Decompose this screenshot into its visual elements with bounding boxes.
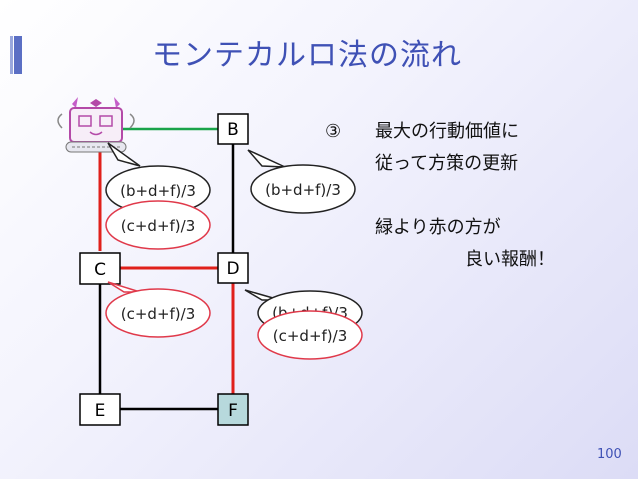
node-d-label: D [226, 259, 239, 279]
bubble-b-right-text: (b+d+f)/3 [265, 181, 341, 199]
agent-character-icon [57, 97, 135, 153]
node-f-goal: F [217, 393, 249, 426]
text-line-1: ③ 最大の行動価値に [325, 116, 625, 148]
node-c: C [79, 252, 121, 285]
node-b-label: B [227, 120, 239, 140]
text-line-2: 従って方策の更新 [375, 153, 519, 174]
bubble-c-top-back: (b+d+f)/3 [105, 142, 211, 215]
node-e: E [79, 393, 121, 426]
node-f-label: F [228, 401, 238, 421]
node-b: B [217, 113, 249, 145]
page-number: 100 [597, 447, 622, 462]
node-d: D [217, 252, 249, 284]
text-line-3: 緑より赤の方が [375, 217, 501, 238]
title-accent-bar [14, 36, 22, 74]
bubble-d-front-text: (c+d+f)/3 [273, 327, 348, 345]
bubble-c-bottom: (c+d+f)/3 [105, 281, 211, 338]
bubble-c-bottom-text: (c+d+f)/3 [121, 305, 196, 323]
text-spacer [325, 180, 625, 212]
node-c-label: C [94, 260, 106, 280]
step-marker: ③ [325, 121, 342, 142]
title-accent-shadow [10, 36, 13, 74]
node-e-label: E [95, 401, 106, 421]
bubble-c-top-front: (c+d+f)/3 [105, 200, 211, 250]
bubble-d-front: (c+d+f)/3 [257, 310, 363, 360]
bubble-b-right: (b+d+f)/3 [247, 149, 356, 214]
text-line-1-content: 最大の行動価値に [375, 121, 519, 142]
slide-title: モンテカルロ法の流れ [152, 38, 462, 73]
bubble-c-top-front-text: (c+d+f)/3 [121, 217, 196, 235]
bubble-c-top-back-text: (b+d+f)/3 [120, 182, 196, 200]
text-line-4: 良い報酬！ [465, 249, 555, 270]
explanation-text: ③ 最大の行動価値に 従って方策の更新 緑より赤の方が 良い報酬！ [325, 116, 625, 276]
